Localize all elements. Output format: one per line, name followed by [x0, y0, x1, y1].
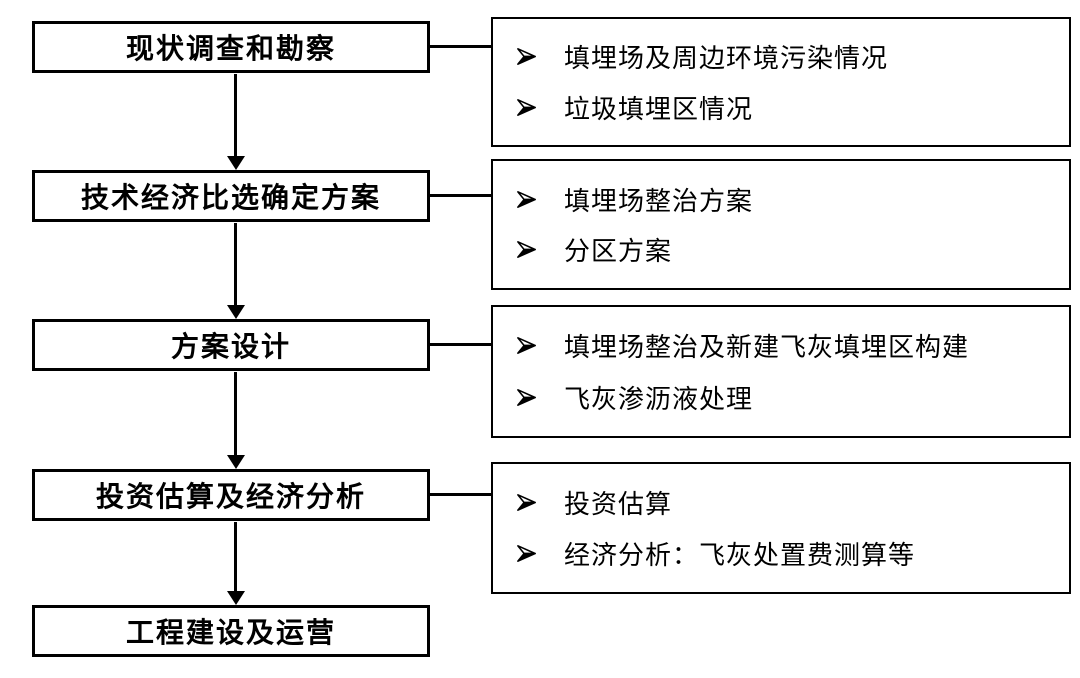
- arrowhead-bullet-icon: [517, 545, 536, 562]
- arrowhead-bullet-icon: [517, 98, 536, 116]
- detail-item: 分区方案: [515, 231, 1061, 268]
- stage-label: 工程建设及运营: [125, 618, 336, 649]
- arrowhead-bullet-icon: [517, 48, 536, 66]
- detail-text: 分区方案: [564, 237, 673, 267]
- stage-label: 技术经济比选确定方案: [80, 183, 381, 214]
- stage-label: 投资估算及经济分析: [95, 482, 366, 513]
- detail-text: 填埋场及周边环境污染情况: [564, 44, 889, 74]
- arrowhead-bullet-icon: [517, 241, 536, 259]
- flow-arrowhead-down-icon: [227, 156, 245, 170]
- flow-arrowhead-down-icon: [227, 305, 245, 319]
- flow-arrow-line-2: [234, 223, 237, 305]
- detail-text: 投资估算: [564, 490, 673, 519]
- stage-box-survey: 现状调查和勘察: [32, 21, 430, 73]
- arrowhead-bullet-icon: [517, 337, 536, 355]
- stage-box-comparison: 技术经济比选确定方案: [32, 170, 430, 222]
- arrowhead-bullet-icon: [517, 388, 536, 406]
- detail-item: 投资估算: [515, 484, 1061, 521]
- detail-item: 飞灰渗沥液处理: [515, 379, 1061, 416]
- detail-text: 经济分析：飞灰处置费测算等: [564, 541, 916, 570]
- stage-label: 方案设计: [170, 332, 291, 363]
- detail-box-investment: 投资估算 经济分析：飞灰处置费测算等: [491, 462, 1071, 594]
- detail-item: 经济分析：飞灰处置费测算等: [515, 535, 1061, 572]
- stage-box-investment: 投资估算及经济分析: [32, 469, 430, 521]
- detail-box-comparison: 填埋场整治方案 分区方案: [491, 159, 1071, 290]
- stage-label: 现状调查和勘察: [125, 34, 336, 65]
- detail-box-survey: 填埋场及周边环境污染情况 垃圾填埋区情况: [491, 17, 1071, 147]
- connector-line-4: [429, 493, 491, 496]
- detail-item: 填埋场整治及新建飞灰填埋区构建: [515, 327, 1061, 364]
- detail-box-design: 填埋场整治及新建飞灰填埋区构建 飞灰渗沥液处理: [491, 305, 1071, 438]
- detail-text: 垃圾填埋区情况: [564, 94, 754, 124]
- arrowhead-bullet-icon: [517, 190, 536, 208]
- detail-item: 垃圾填埋区情况: [515, 89, 1061, 126]
- stage-box-construction: 工程建设及运营: [32, 605, 430, 657]
- detail-item: 填埋场及周边环境污染情况: [515, 38, 1061, 75]
- connector-line-3: [429, 343, 491, 346]
- flow-arrow-line-4: [234, 522, 237, 591]
- detail-item: 填埋场整治方案: [515, 181, 1061, 218]
- detail-text: 飞灰渗沥液处理: [564, 384, 754, 414]
- flow-arrow-line-1: [234, 74, 237, 156]
- detail-text: 填埋场整治方案: [564, 186, 754, 216]
- connector-line-2: [429, 194, 491, 197]
- flow-arrow-line-3: [234, 372, 237, 455]
- flow-arrowhead-down-icon: [227, 455, 245, 469]
- flow-arrowhead-down-icon: [227, 591, 245, 605]
- stage-box-design: 方案设计: [32, 319, 430, 371]
- detail-text: 填埋场整治及新建飞灰填埋区构建: [564, 333, 970, 363]
- arrowhead-bullet-icon: [517, 494, 536, 511]
- connector-line-1: [429, 45, 491, 48]
